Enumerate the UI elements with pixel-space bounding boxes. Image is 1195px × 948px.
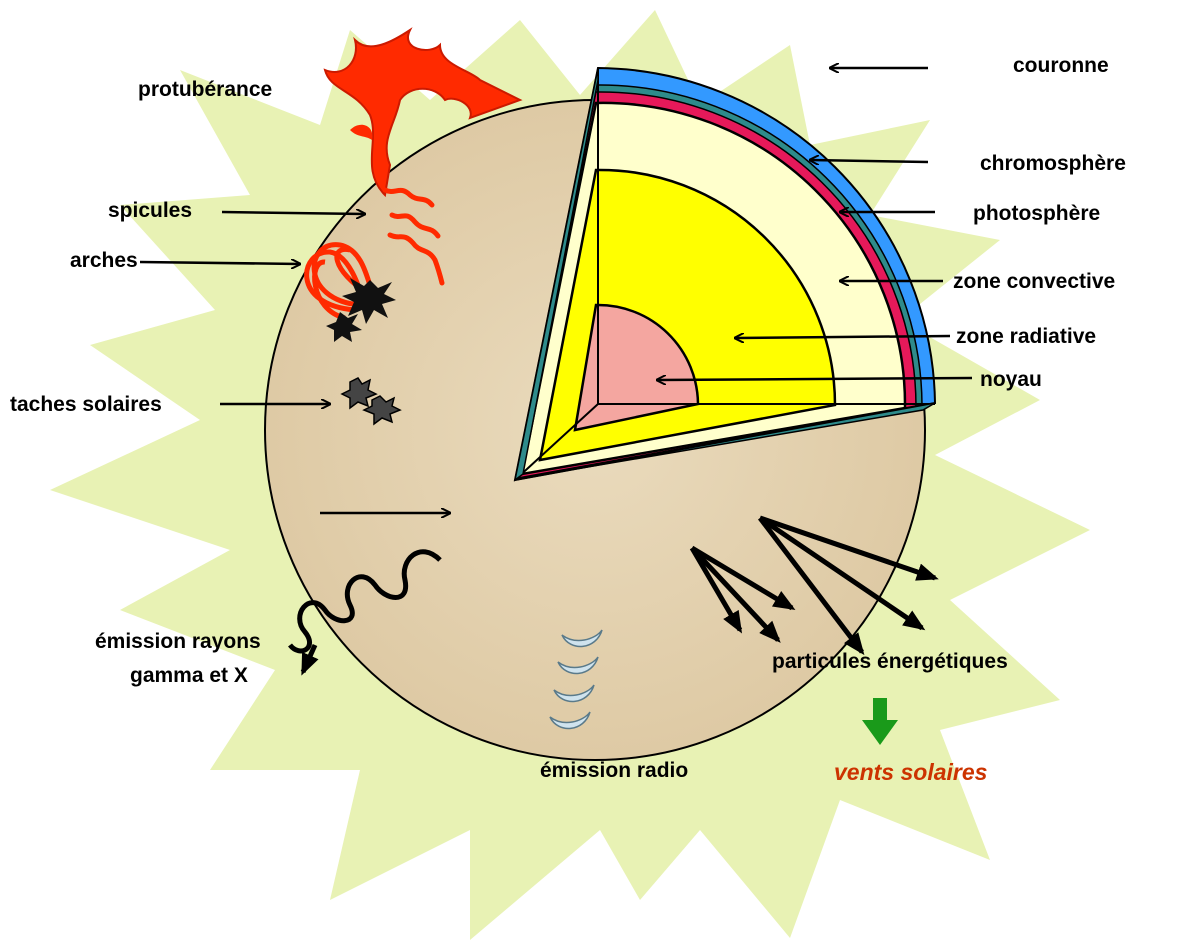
- label-solar-winds: vents solaires: [834, 759, 987, 785]
- label-radio-emission: émission radio: [540, 759, 688, 782]
- label-xray-emission-line1: émission rayons: [95, 630, 261, 653]
- label-radiative-zone: zone radiative: [956, 325, 1096, 348]
- label-photosphere: photosphère: [973, 202, 1100, 225]
- label-chromosphere: chromosphère: [980, 152, 1126, 175]
- label-arches: arches: [70, 249, 138, 272]
- label-prominence: protubérance: [138, 78, 272, 101]
- label-sunspots: taches solaires: [10, 393, 162, 416]
- label-energetic-particles: particules énergétiques: [772, 650, 1008, 673]
- label-corona: couronne: [1013, 54, 1109, 77]
- label-core: noyau: [980, 368, 1042, 391]
- label-convective-zone: zone convective: [953, 270, 1115, 293]
- label-spicules: spicules: [108, 199, 192, 222]
- label-xray-emission-line2: gamma et X: [130, 664, 248, 687]
